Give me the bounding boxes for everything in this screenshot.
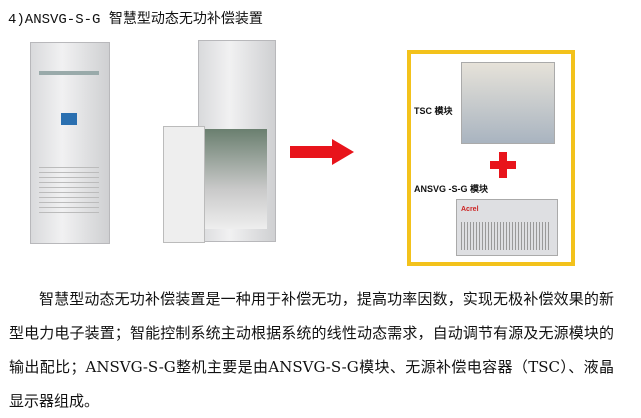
cabinet-open-image — [163, 40, 276, 243]
red-arrow-icon — [290, 139, 354, 165]
module-frame: TSC 模块 ANSVG -S-G 模块 Acrel — [407, 50, 575, 266]
description-paragraph: 智慧型动态无功补偿装置是一种用于补偿无功，提高功率因数，实现无极补偿效果的新型电… — [9, 290, 614, 410]
section-heading: 4)ANSVG-S-G 智慧型动态无功补偿装置 — [8, 12, 263, 28]
cabinet-closed-image — [30, 42, 110, 244]
ansvg-module-image: Acrel — [456, 199, 558, 256]
brand-logo: Acrel — [461, 206, 479, 213]
plus-icon — [490, 152, 516, 178]
ansvg-label: ANSVG -S-G 模块 — [414, 184, 489, 194]
tsc-label: TSC 模块 — [414, 106, 453, 116]
tsc-module-image — [461, 62, 555, 144]
